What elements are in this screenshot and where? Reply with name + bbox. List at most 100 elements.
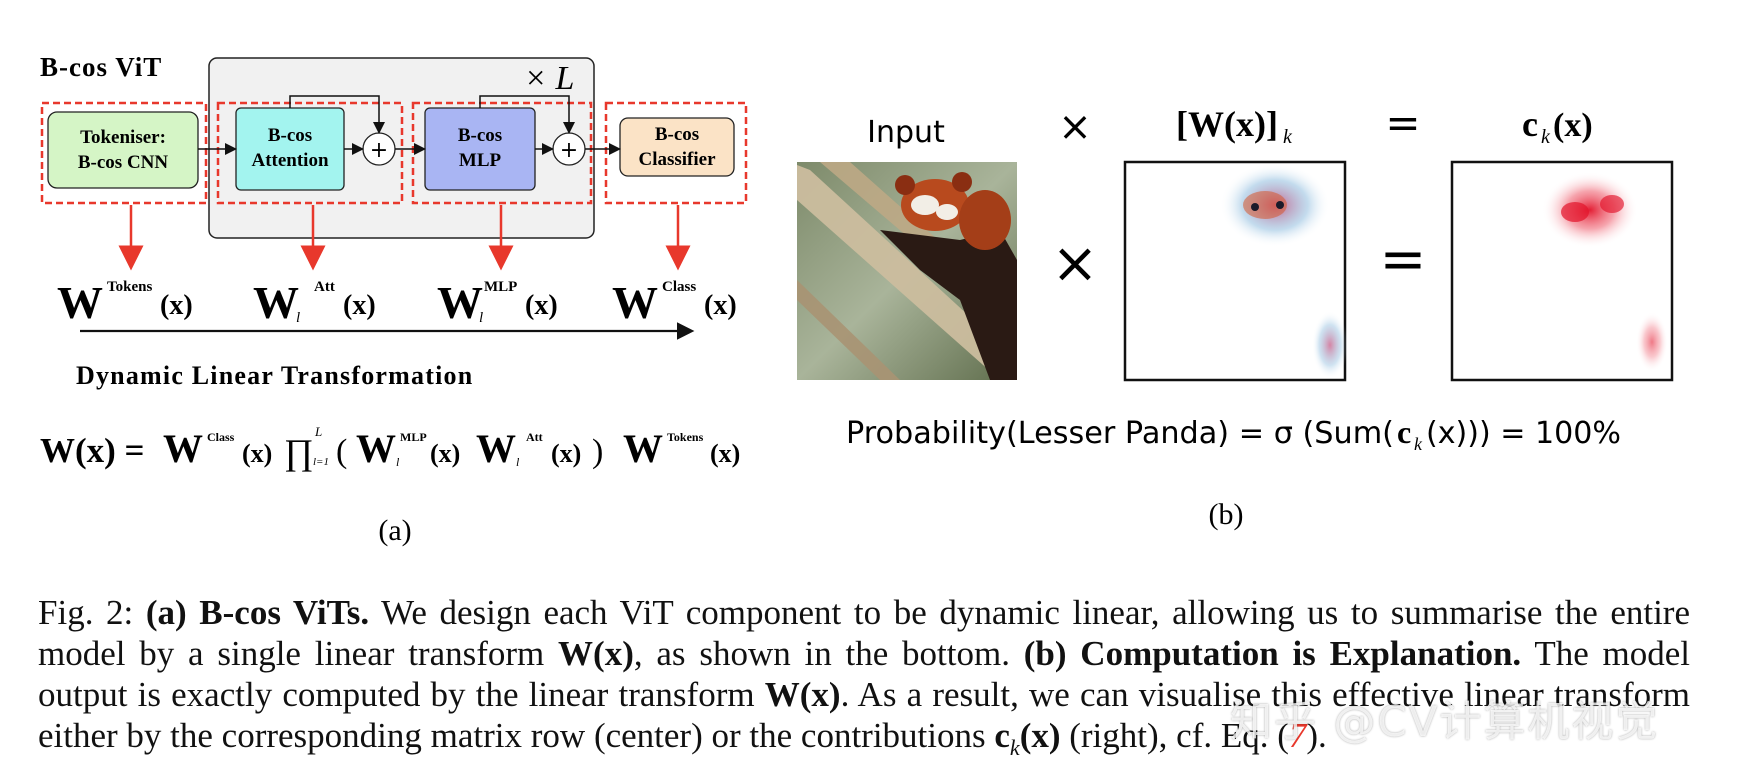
input-label: Input (867, 115, 945, 150)
times-top: × (1058, 104, 1092, 150)
eq-class-arg: (x) (242, 439, 272, 468)
weight-att-arg: (x) (343, 290, 376, 321)
eq-mlp-sub: l (396, 455, 400, 469)
classifier-group (604, 101, 748, 205)
weight-att-sup: Att (314, 279, 335, 295)
add-node-1: + (362, 132, 396, 166)
weight-tokens-base: W (57, 277, 103, 328)
weight-att-base: W (253, 277, 299, 328)
dlt-label: Dynamic Linear Transformation (76, 361, 473, 390)
block-classifier-line1: B-cos (655, 124, 699, 145)
caption-ck: c (994, 716, 1010, 755)
caption-ck-arg: (x) (1019, 716, 1061, 755)
caption-b-text-3: (right), cf. Eq. ( (1060, 716, 1289, 755)
eq-att-arg: (x) (551, 439, 581, 468)
contrib-label: c k (x) (1522, 104, 1593, 148)
eq-tok-sup: Tokens (667, 430, 704, 444)
equals-middle: = (1380, 227, 1427, 292)
panel-b: Input × [W(x)] k = c k (x) × (797, 98, 1674, 531)
weight-att: W Att l (x) (253, 277, 376, 328)
eq-open: ( (336, 433, 347, 470)
caption-b-text: The model output is exactly computed by … (38, 634, 1690, 714)
add-node-1-symbol: + (370, 138, 388, 163)
mlp-group (411, 101, 593, 205)
matrix-label-sub: k (1283, 126, 1293, 148)
caption-fig-label: Fig. 2: (38, 593, 134, 632)
weight-mlp-sub: l (479, 310, 483, 326)
panel-a: B-cos ViT × L Tokeniser: B-cos CNN B-cos… (40, 52, 748, 547)
contrib-label-arg: (x) (1553, 107, 1593, 144)
attention-group (216, 101, 404, 205)
eq-close: ) (592, 433, 603, 470)
times-middle: × (1052, 231, 1099, 296)
caption-b-text-2: . As a result, we can visualise this eff… (38, 675, 1690, 755)
weight-class-arg: (x) (704, 290, 737, 321)
weight-tokens-arg: (x) (160, 290, 193, 321)
figure-caption: Fig. 2: (a) B-cos ViTs. We design each V… (38, 592, 1690, 768)
add-node-2: + (552, 132, 586, 166)
eq-tok-arg: (x) (710, 439, 740, 468)
prob-suffix: (x))) = 100% (1426, 416, 1621, 451)
probability-equation: Probability(Lesser Panda) = σ (Sum( c k … (846, 414, 1621, 454)
contrib-label-sub: k (1541, 126, 1551, 148)
block-attention-line2: Attention (251, 150, 328, 171)
weight-att-sub: l (296, 310, 300, 326)
caption-b-heading: (b) Computation is Explanation. (1023, 634, 1522, 673)
panel-a-label: (a) (378, 514, 411, 547)
eq-att-sup: Att (526, 430, 543, 444)
repeat-label: × L (524, 60, 574, 97)
block-attention: B-cos Attention (235, 107, 345, 191)
eq-class-sup: Class (207, 430, 235, 444)
input-image (797, 162, 1017, 380)
equals-top: = (1385, 98, 1420, 147)
block-mlp-line2: MLP (459, 150, 502, 171)
prob-c: c (1397, 414, 1411, 450)
block-attention-line1: B-cos (268, 125, 312, 146)
caption-b-text-4: ). (1306, 716, 1327, 755)
eq-prod-sub: l=1 (313, 456, 329, 468)
caption-wx-2: W(x) (764, 675, 841, 714)
caption-wx-1: W(x) (558, 634, 634, 673)
block-tokeniser-line2: B-cos CNN (78, 152, 169, 173)
bcos-equation: W(x) = W Class (x) ∏ L l=1 ( W MLP l (x)… (40, 424, 740, 472)
eq-class-w: W (163, 426, 203, 471)
weight-tokens-sup: Tokens (107, 279, 152, 295)
contrib-label-c: c (1522, 104, 1538, 144)
weight-matrix-image (1123, 160, 1348, 382)
red-arrows (118, 205, 691, 271)
block-classifier: B-cos Classifier (619, 117, 735, 177)
caption-a-text: We design each ViT component to be dynam… (38, 593, 1690, 673)
weight-tokens: W Tokens (x) (57, 277, 193, 328)
eq-mlp-sup: MLP (400, 430, 427, 444)
contribution-map-image (1450, 160, 1674, 382)
eq-mlp-arg: (x) (430, 439, 460, 468)
weight-class-base: W (612, 277, 658, 328)
matrix-label: [W(x)] k (1176, 104, 1293, 148)
eq-att-sub: l (516, 455, 520, 469)
eq-mlp-w: W (356, 426, 396, 471)
equation-ref-link[interactable]: 7 (1288, 716, 1307, 755)
eq-att-w: W (476, 426, 516, 471)
panel-a-title: B-cos ViT (40, 52, 162, 82)
caption-a-heading: (a) B-cos ViTs. (145, 593, 370, 632)
weight-mlp: W MLP l (x) (437, 277, 558, 328)
eq-prod-sup: L (314, 424, 322, 439)
eq-prod: ∏ (284, 432, 314, 472)
eq-lhs: W(x) = (40, 431, 145, 470)
caption-ck-sub: k (1009, 735, 1020, 760)
block-mlp-line1: B-cos (458, 125, 502, 146)
prob-c-sub: k (1414, 434, 1423, 454)
add-node-2-symbol: + (560, 138, 578, 163)
weight-mlp-sup: MLP (484, 279, 517, 295)
weight-class: W Class (x) (612, 277, 737, 328)
tokeniser-group (40, 101, 208, 205)
block-tokeniser-line1: Tokeniser: (80, 127, 166, 148)
flow-arrows (198, 95, 621, 155)
caption-a-text-2: , as shown in the bottom. (633, 634, 1024, 673)
eq-tok-w: W (623, 426, 663, 471)
panel-b-label: (b) (1209, 498, 1244, 531)
block-mlp: B-cos MLP (424, 107, 536, 191)
prob-prefix: Probability(Lesser Panda) = σ (Sum( (846, 416, 1394, 451)
weight-mlp-arg: (x) (525, 290, 558, 321)
